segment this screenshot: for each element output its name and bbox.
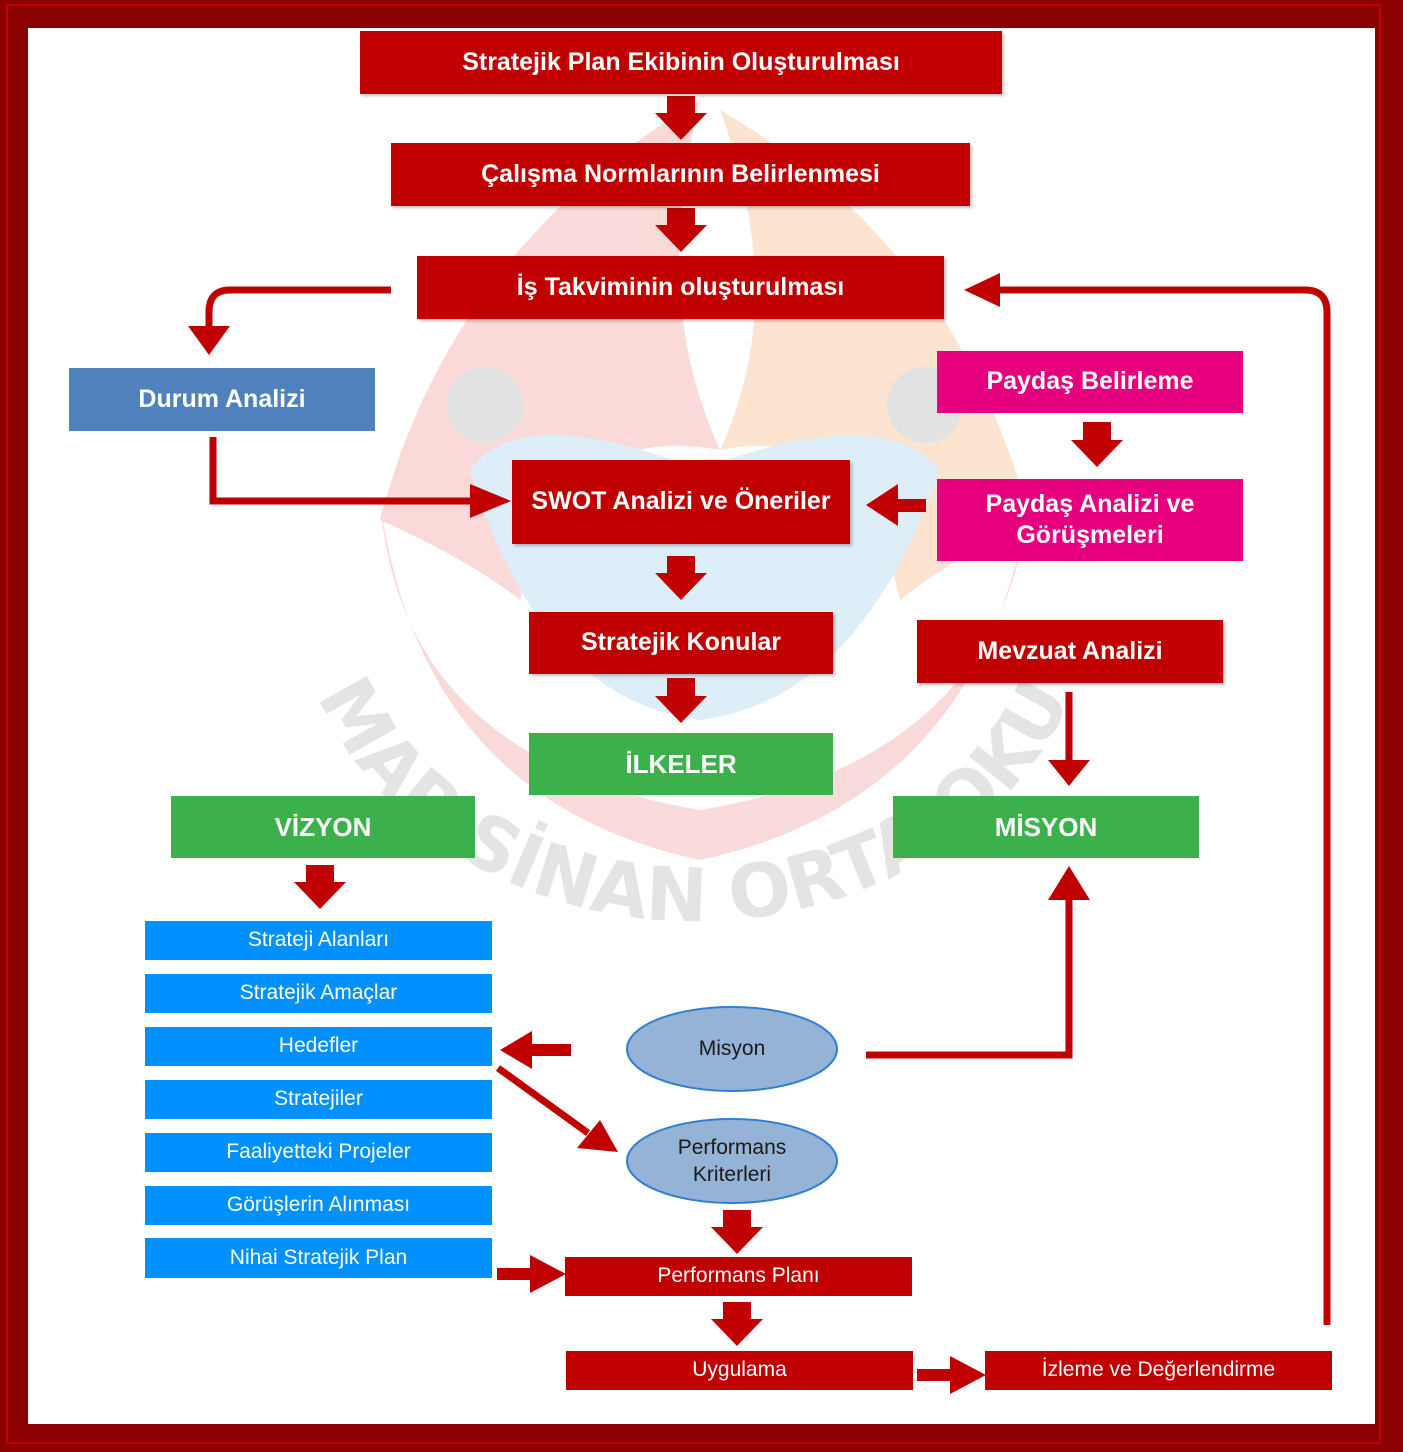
arrow-misyon-oval-to-hedefler [500,1031,571,1069]
arrow-paydas-to-swot [866,484,926,526]
box-calisma-normlari-label: Çalışma Normlarının Belirlenmesi [481,159,880,188]
box-vizyon-label: VİZYON [274,811,372,842]
arrow-konular-to-ilkeler [655,678,707,723]
box-is-takvimi-label: İş Takviminin oluşturulması [516,272,845,301]
box-ilkeler: İLKELER [529,733,833,795]
arrow-ekip-to-normlar [655,96,707,140]
box-performans-plani-label: Performans Planı [657,1264,820,1288]
box-paydas-analizi: Paydaş Analizi ve Görüşmeleri [937,479,1243,561]
arrowhead-misyon-up [1048,866,1090,900]
line-connectors [205,286,1331,1325]
box-vizyon: VİZYON [171,796,475,858]
list-item-label: Hedefler [278,1034,359,1058]
arrow-list-to-plan [497,1255,566,1293]
arrowhead-durum [188,326,230,355]
box-durum-analizi: Durum Analizi [69,368,375,431]
box-mevzuat-analizi: Mevzuat Analizi [917,620,1223,683]
box-uygulama: Uygulama [566,1351,913,1390]
box-mevzuat-analizi-label: Mevzuat Analizi [977,636,1163,665]
oval-misyon: Misyon [627,1007,837,1091]
side-arrows [497,484,986,1394]
list-item-label: Strateji Alanları [247,928,390,952]
line-misyon-oval-to-misyon [866,900,1073,1059]
list-item-label: Nihai Stratejik Plan [229,1245,408,1269]
box-stratejik-konular: Stratejik Konular [529,612,833,674]
box-calisma-normlari: Çalışma Normlarının Belirlenmesi [391,143,970,206]
arrow-swot-to-konular [655,556,707,600]
line-feedback-loop [1000,286,1331,1325]
arrowhead-misyon-down [1048,760,1090,786]
list-item: Stratejiler [145,1080,492,1119]
box-paydas-belirleme-label: Paydaş Belirleme [986,367,1194,396]
line-durum-to-swot [209,437,470,505]
line-takvim-to-durum [205,286,391,326]
box-is-takvimi: İş Takviminin oluşturulması [417,256,944,319]
box-swot-label: SWOT Analizi ve Öneriler [531,487,831,516]
arrowhead-kriterler [577,1120,618,1152]
box-swot: SWOT Analizi ve Öneriler [512,460,850,544]
box-performans-plani: Performans Planı [565,1257,912,1296]
oval-misyon-shape [626,1006,838,1092]
box-stratejik-konular-label: Stratejik Konular [580,628,782,657]
down-arrows [294,96,1123,1346]
arrow-paydas-belirleme-down [1071,422,1123,467]
list-item-label: Görüşlerin Alınması [226,1193,411,1217]
box-plan-ekibi: Stratejik Plan Ekibinin Oluşturulması [360,31,1002,94]
box-plan-ekibi-label: Stratejik Plan Ekibinin Oluşturulması [462,47,900,76]
oval-performans-kriterleri-shape [626,1118,838,1204]
arrow-kriterler-to-plan [711,1210,763,1254]
line-hedefler-to-kriterler [495,1065,591,1136]
arrow-plan-to-uygulama [711,1302,763,1346]
list-item: Strateji Alanları [145,921,492,960]
list-item: Hedefler [145,1027,492,1066]
list-item: Faaliyetteki Projeler [145,1133,492,1172]
list-item-label: Stratejiler [274,1087,363,1111]
arrow-normlar-to-takvim [655,208,707,252]
list-item-label: Stratejik Amaçlar [239,981,398,1005]
list-item-label: Faaliyetteki Projeler [226,1140,411,1164]
arrowhead-swot [470,484,511,518]
box-uygulama-label: Uygulama [692,1358,787,1382]
oval-performans-kriterleri: Performans Kriterleri [652,1119,812,1203]
arrow-vizyon-to-list [294,865,346,909]
box-misyon: MİSYON [893,796,1199,858]
arrow-uygulama-to-izleme [917,1356,986,1394]
box-izleme-degerlendirme: İzleme ve Değerlendirme [985,1351,1332,1390]
box-misyon-label: MİSYON [994,811,1098,842]
box-durum-analizi-label: Durum Analizi [138,384,306,413]
list-item: Stratejik Amaçlar [145,974,492,1013]
box-izleme-degerlendirme-label: İzleme ve Değerlendirme [1041,1358,1276,1382]
arrowhead-takvim [964,273,1000,307]
list-item: Nihai Stratejik Plan [145,1238,492,1278]
list-item: Görüşlerin Alınması [145,1186,492,1225]
arrowheads [188,273,1090,1152]
oval-performans-kriterleri-label: Performans Kriterleri [677,1135,787,1186]
box-paydas-analizi-label: Paydaş Analizi ve Görüşmeleri [985,489,1195,549]
box-paydas-belirleme: Paydaş Belirleme [937,351,1243,413]
oval-misyon-label: Misyon [698,1037,766,1061]
box-ilkeler-label: İLKELER [625,748,737,779]
